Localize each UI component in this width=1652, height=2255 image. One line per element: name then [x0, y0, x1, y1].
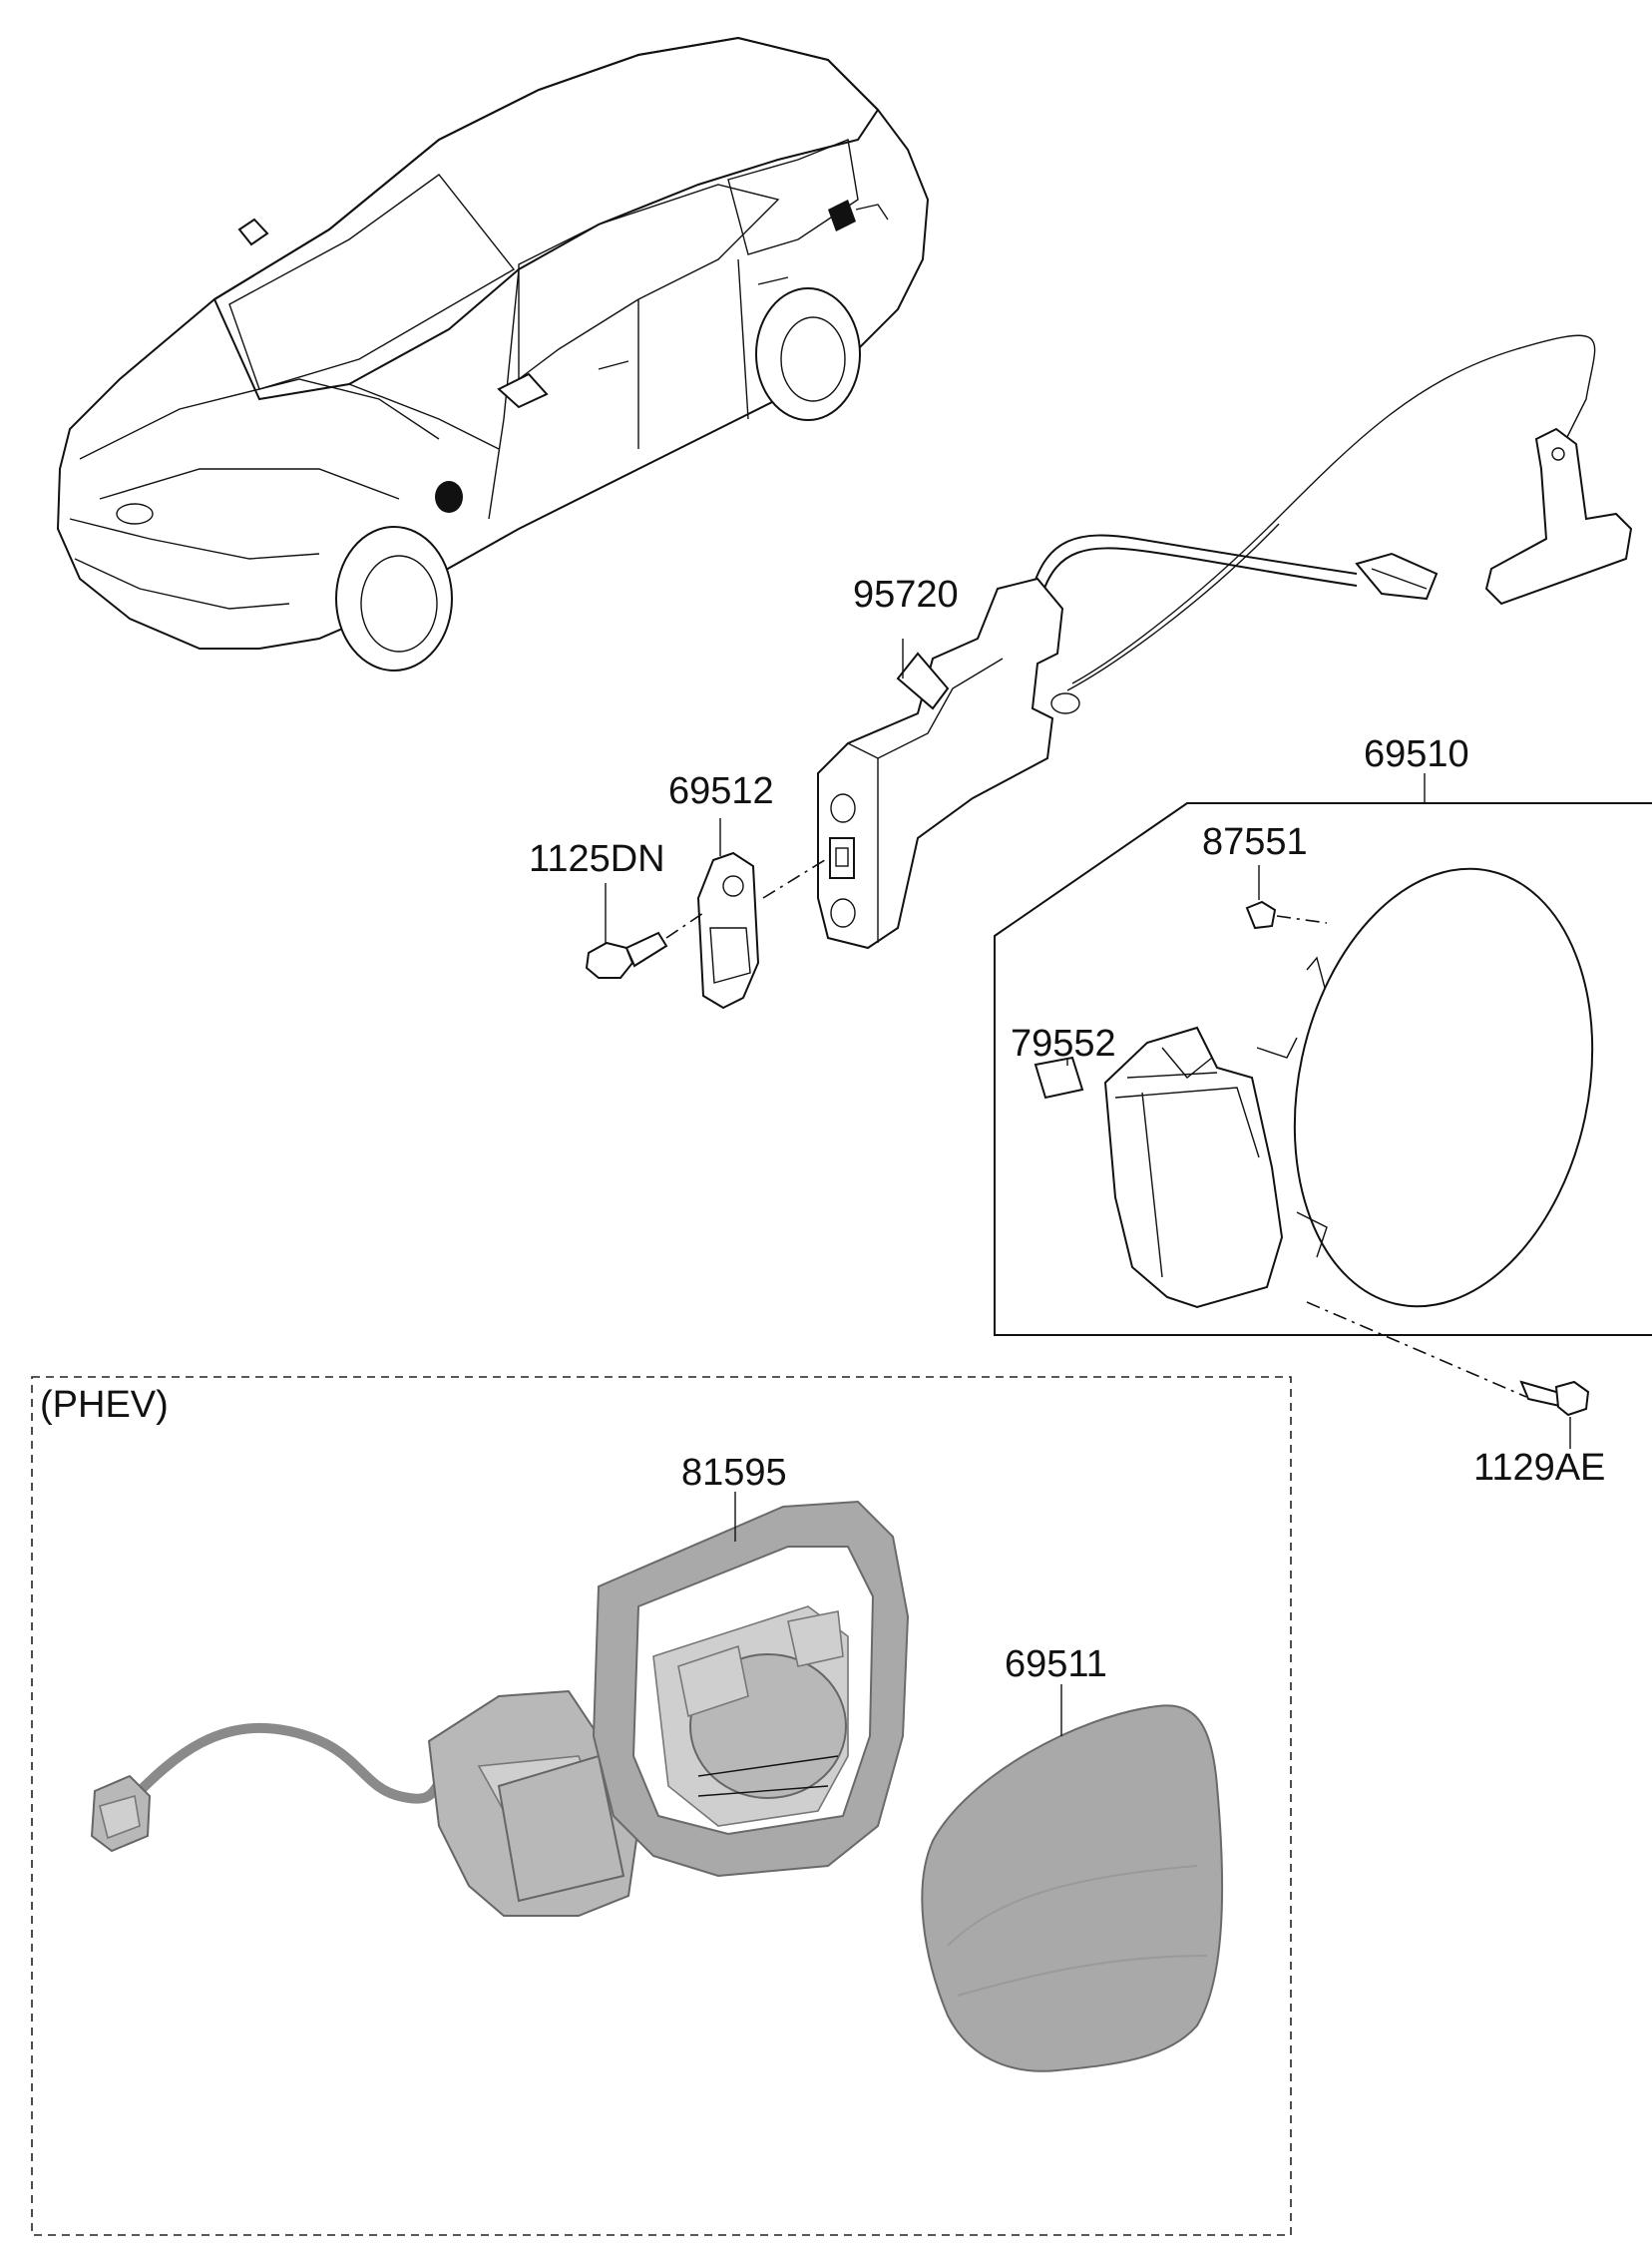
- fuel-door-assembly-box: [994, 773, 1652, 1336]
- car-illustration: [56, 36, 930, 672]
- label-79552: 79552: [1011, 1023, 1116, 1065]
- label-87551: 87551: [1202, 821, 1308, 863]
- label-69510: 69510: [1364, 733, 1469, 775]
- label-69511: 69511: [1005, 1643, 1107, 1685]
- bracket-69512: [696, 818, 829, 1010]
- fuel-door-69510: [1033, 865, 1594, 1309]
- label-1129AE: 1129AE: [1473, 1447, 1605, 1489]
- phev-section-box: [31, 1376, 1292, 2236]
- charging-door-69511: [921, 1684, 1224, 2072]
- label-95720: 95720: [853, 574, 959, 616]
- actuator-assembly: [817, 334, 1633, 950]
- label-69512: 69512: [668, 770, 774, 812]
- charging-port-81595: [90, 1492, 910, 1917]
- screw-1129AE: [1306, 1301, 1590, 1449]
- label-81595: 81595: [681, 1452, 787, 1494]
- part-labels: 95720 69512 1125DN 69510 87551 79552 112…: [40, 574, 1605, 1685]
- label-1125DN: 1125DN: [529, 838, 665, 880]
- phev-section-label: (PHEV): [40, 1384, 169, 1426]
- screw-1125DN: [585, 883, 704, 979]
